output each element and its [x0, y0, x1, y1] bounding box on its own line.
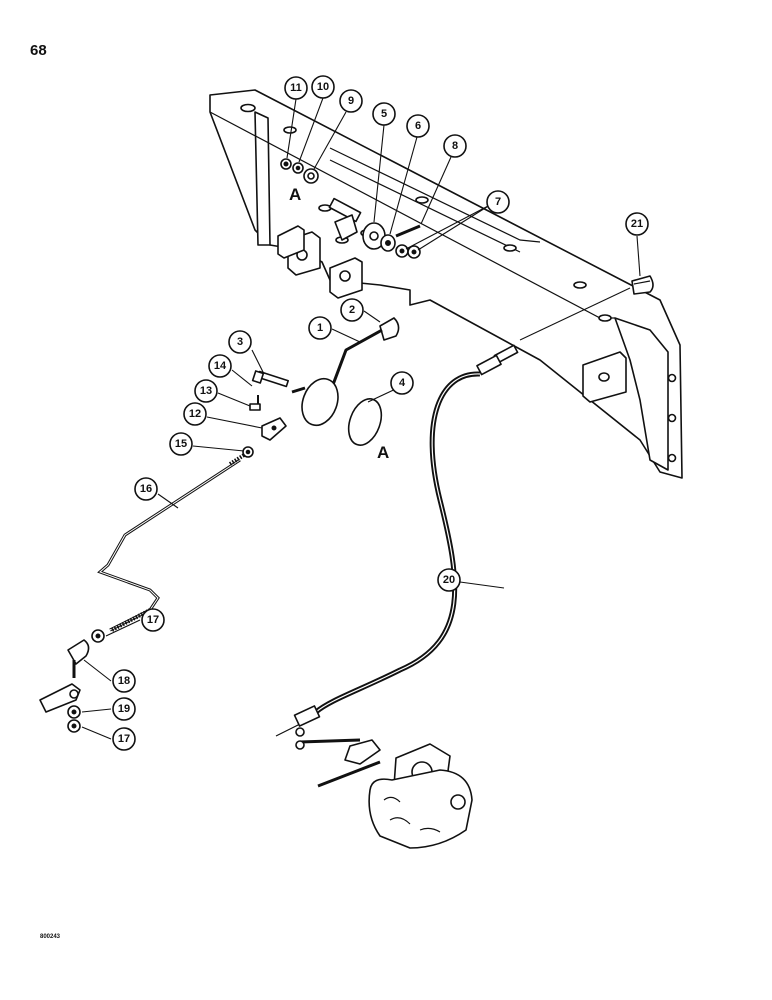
- svg-text:14: 14: [214, 360, 227, 372]
- carburetor: [275, 705, 473, 849]
- svg-text:19: 19: [118, 703, 130, 715]
- choke-knob: [631, 275, 654, 295]
- callout-7: 7: [486, 190, 510, 214]
- svg-text:17: 17: [147, 614, 159, 626]
- callout-17-lower: 17: [112, 727, 136, 751]
- svg-text:4: 4: [399, 377, 406, 389]
- svg-text:7: 7: [495, 196, 501, 208]
- friction-disc: [347, 398, 383, 446]
- page-number: 68: [30, 42, 47, 59]
- svg-text:21: 21: [631, 218, 643, 230]
- callout-10: 10: [311, 75, 335, 99]
- figure-code: 800243: [40, 934, 61, 940]
- callout-1: 1: [308, 316, 332, 340]
- svg-text:11: 11: [290, 82, 302, 94]
- svg-text:16: 16: [140, 483, 152, 495]
- callout-13: 13: [194, 379, 218, 403]
- hardware-stack-lower: [362, 222, 421, 259]
- callout-3: 3: [228, 330, 252, 354]
- svg-text:2: 2: [349, 304, 355, 316]
- mounting-bracket: [209, 89, 683, 479]
- callout-20: 20: [437, 568, 461, 592]
- callout-9: 9: [339, 89, 363, 113]
- callout-21: 21: [625, 212, 649, 236]
- ball-joint-assembly: [39, 629, 105, 733]
- callout-15: 15: [169, 432, 193, 456]
- callout-12: 12: [183, 402, 207, 426]
- svg-text:10: 10: [317, 81, 329, 93]
- svg-text:18: 18: [118, 675, 130, 687]
- svg-text:9: 9: [348, 95, 354, 107]
- callout-14: 14: [208, 354, 232, 378]
- callout-8: 8: [443, 134, 467, 158]
- svg-text:1: 1: [317, 322, 323, 334]
- svg-text:3: 3: [237, 336, 243, 348]
- svg-text:12: 12: [189, 408, 201, 420]
- reference-letter-upper: A: [289, 185, 301, 204]
- reference-letter-lower: A: [377, 443, 389, 462]
- svg-text:13: 13: [200, 385, 212, 397]
- callout-2: 2: [340, 298, 364, 322]
- callout-17-upper: 17: [141, 608, 165, 632]
- callout-11: 11: [284, 76, 308, 100]
- lever-knob: [379, 317, 400, 341]
- svg-text:15: 15: [175, 438, 187, 450]
- throttle-lever: [291, 328, 383, 427]
- svg-text:20: 20: [443, 574, 455, 586]
- svg-text:5: 5: [381, 108, 387, 120]
- svg-text:8: 8: [452, 140, 458, 152]
- callout-6: 6: [406, 114, 430, 138]
- callout-4: 4: [390, 371, 414, 395]
- svg-text:6: 6: [415, 120, 421, 132]
- callout-18: 18: [112, 669, 136, 693]
- svg-text:17: 17: [118, 733, 130, 745]
- swivel-hardware: [242, 370, 289, 458]
- callout-16: 16: [134, 477, 158, 501]
- callout-19: 19: [112, 697, 136, 721]
- hardware-stack-upper: [280, 158, 319, 184]
- throttle-rod: [97, 453, 246, 632]
- callout-5: 5: [372, 102, 396, 126]
